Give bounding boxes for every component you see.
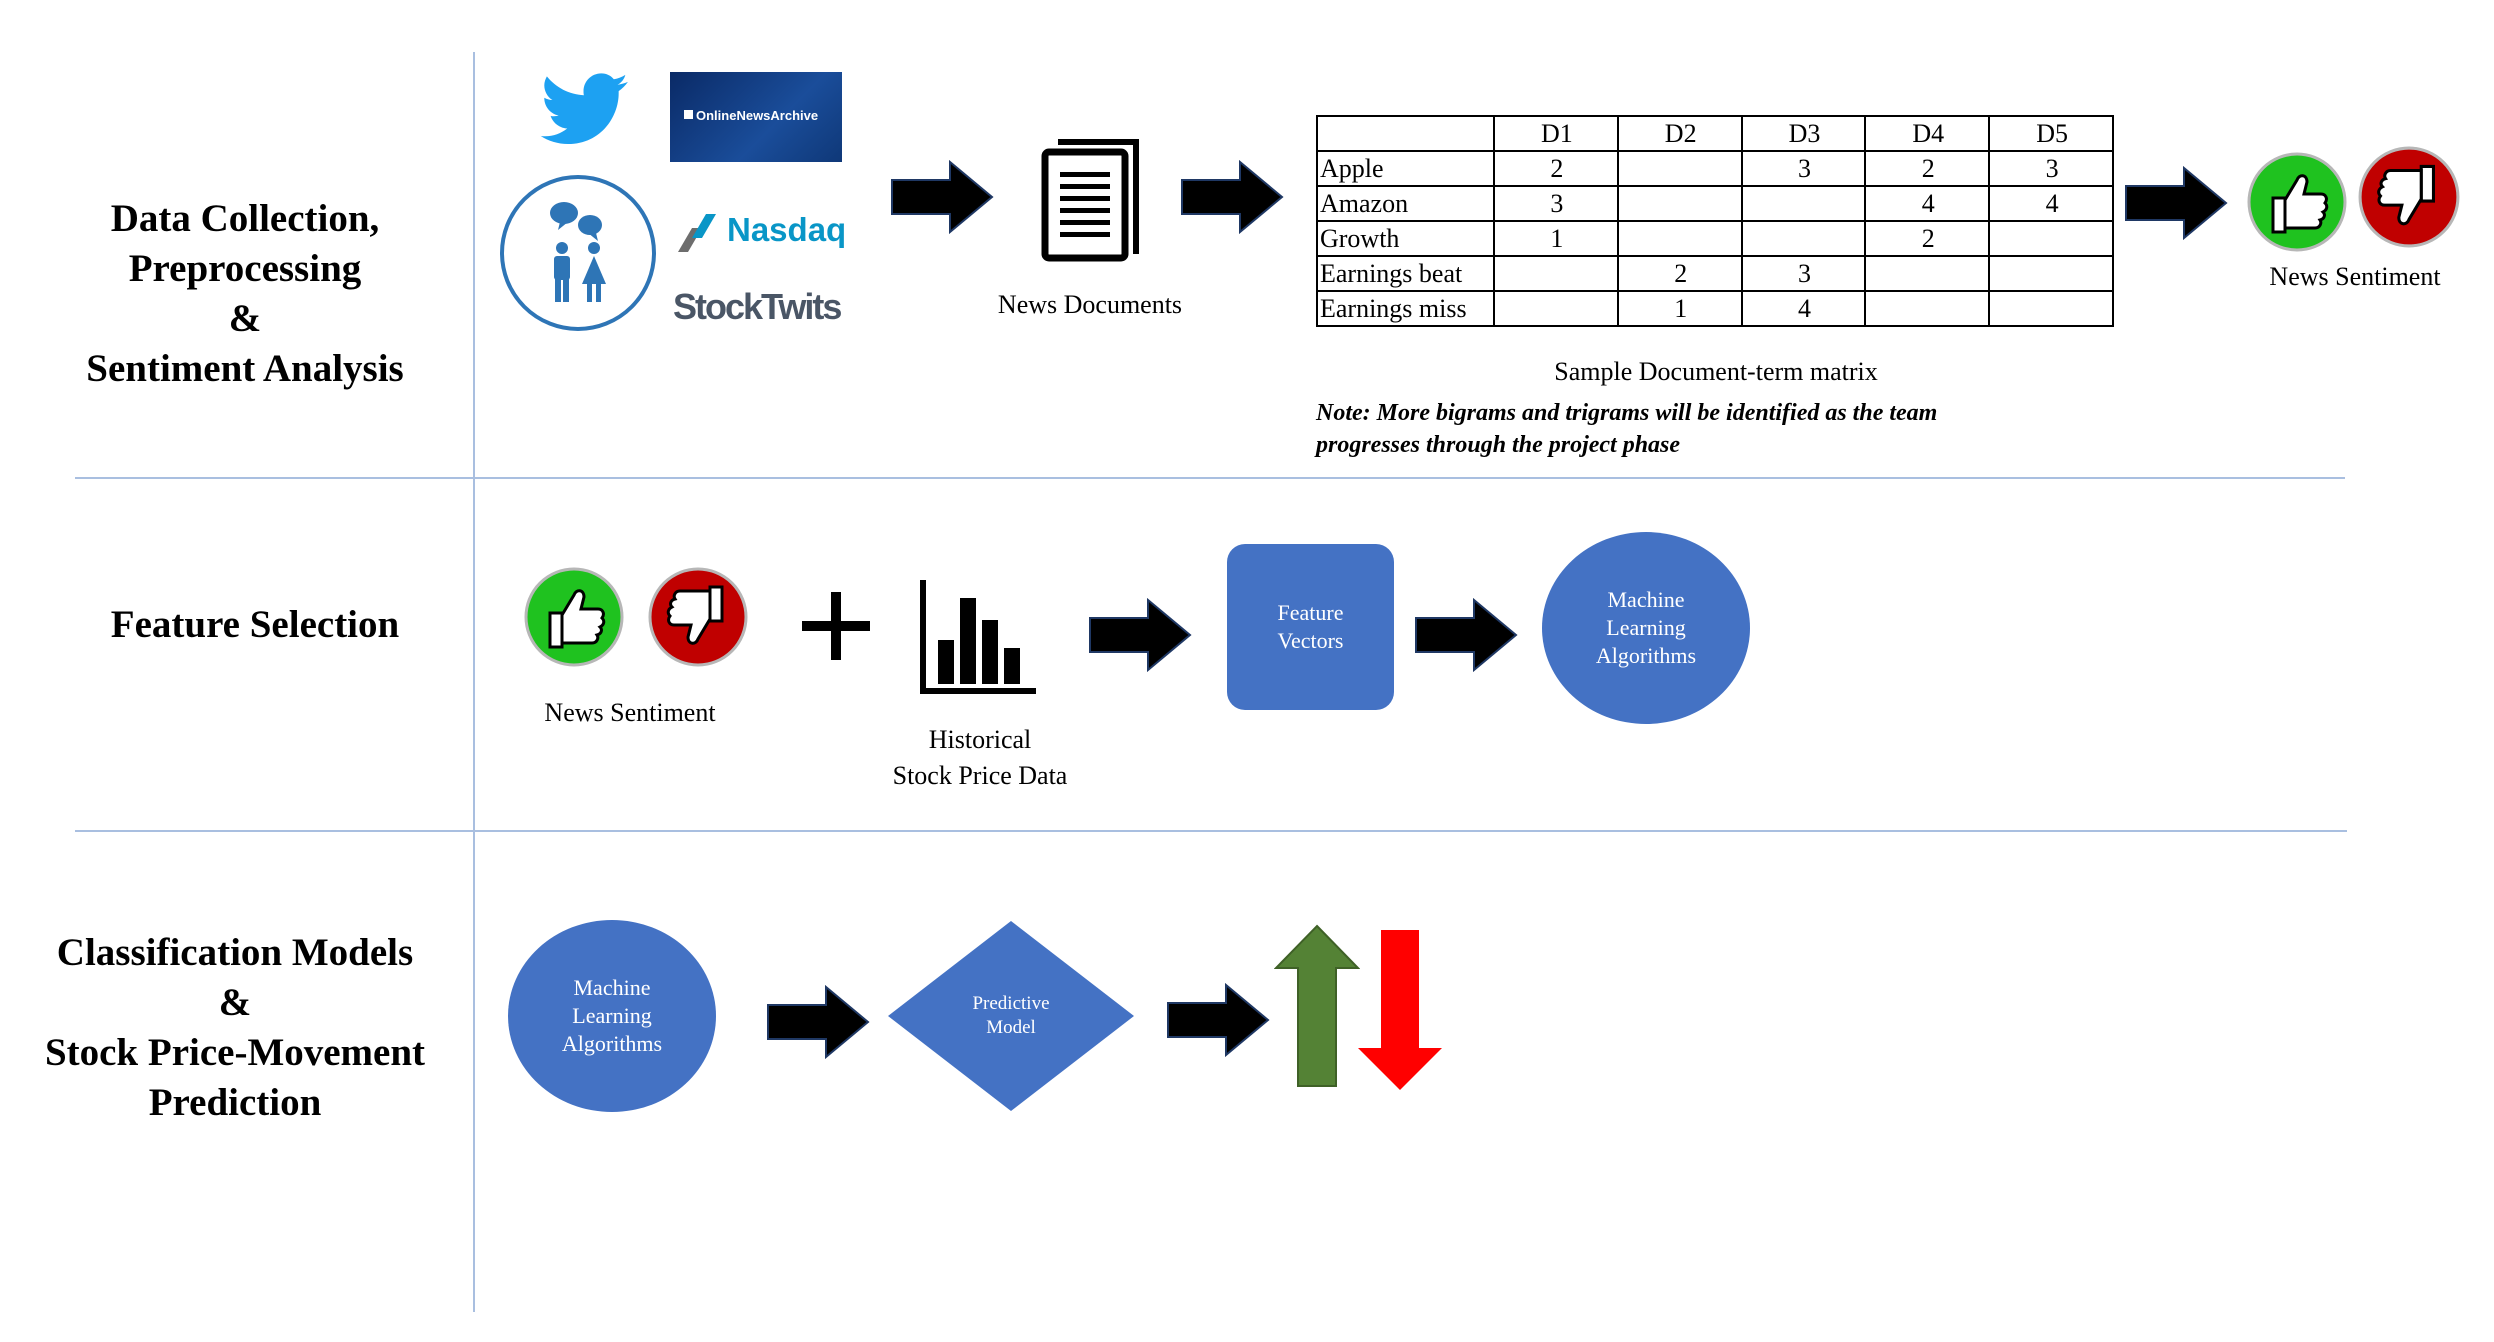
table-cell: 3	[1493, 185, 1619, 222]
horizontal-divider-1	[75, 477, 2345, 479]
onlinenewsarchive-logo: OnlineNewsArchive	[670, 72, 842, 162]
dtm-caption: Sample Document-term matrix	[1554, 357, 1878, 386]
table-row-label: Amazon	[1316, 185, 1495, 222]
arrow-icon	[1415, 598, 1518, 672]
table-cell: 2	[1616, 255, 1743, 292]
table-row: Growth 1 2	[1316, 220, 2114, 257]
arrow-icon	[1181, 160, 1284, 234]
predictive-model-label: Predictive Model	[972, 993, 1050, 1038]
table-cell	[1316, 115, 1495, 152]
nasdaq-icon	[678, 214, 716, 252]
thumbs-down-icon	[2358, 146, 2460, 248]
table-cell: 4	[1864, 185, 1991, 222]
table-cell	[1988, 220, 2114, 257]
table-header: D2	[1616, 115, 1743, 152]
table-cell: 2	[1864, 150, 1991, 187]
document-icon	[1041, 139, 1139, 262]
stocktwits-label: StockTwits	[673, 286, 842, 327]
table-row-label: Earnings miss	[1316, 290, 1495, 327]
table-cell	[1988, 290, 2114, 327]
bar-chart-icon	[920, 580, 1036, 694]
down-arrow-icon	[1358, 930, 1442, 1090]
dtm-note: Note: More bigrams and trigrams will be …	[1316, 400, 1938, 458]
table-cell	[1740, 220, 1867, 257]
table-row-label: Apple	[1316, 150, 1495, 187]
row-title-feature-selection: Feature Selection	[110, 603, 400, 646]
table-row: Apple 2 3 2 3	[1316, 150, 2114, 187]
nasdaq-label: Nasdaq	[727, 211, 847, 248]
table-cell: 1	[1616, 290, 1743, 327]
table-cell	[1616, 150, 1743, 187]
row-title-data-collection: Data Collection, Preprocessing & Sentime…	[86, 197, 404, 390]
table-cell	[1616, 185, 1743, 222]
thumbs-up-icon	[524, 567, 624, 667]
table-header: D5	[1988, 115, 2114, 152]
table-cell	[1493, 290, 1619, 327]
table-cell	[1864, 255, 1991, 292]
arrow-icon	[2125, 166, 2228, 240]
table-cell	[1740, 185, 1867, 222]
table-cell: 3	[1988, 150, 2114, 187]
arrow-icon	[767, 985, 870, 1059]
news-sentiment-label: News Sentiment	[2269, 262, 2441, 291]
document-term-matrix: D1 D2 D3 D4 D5 Apple 2 3 2 3 Amazon 3 4 …	[1316, 115, 2114, 327]
newspaper-icon	[684, 110, 693, 119]
table-header: D3	[1740, 115, 1867, 152]
row-title-classification: Classification Models & Stock Price-Move…	[44, 931, 426, 1124]
onlinenewsarchive-label: OnlineNewsArchive	[696, 108, 819, 123]
twitter-icon	[540, 73, 628, 145]
table-cell: 3	[1740, 255, 1867, 292]
arrow-icon	[891, 160, 994, 234]
ml-algorithms-circle: Machine Learning Algorithms	[1542, 532, 1750, 724]
table-header: D1	[1493, 115, 1619, 152]
predictive-model-diamond	[888, 921, 1134, 1111]
historical-stock-price-label: Historical Stock Price Data	[892, 725, 1068, 790]
table-row: Amazon 3 4 4	[1316, 185, 2114, 222]
vertical-divider	[473, 52, 475, 1312]
table-row-label: Growth	[1316, 220, 1495, 257]
table-cell: 4	[1740, 290, 1867, 327]
ml-algorithms-circle: Machine Learning Algorithms	[508, 920, 716, 1112]
arrow-icon	[1089, 598, 1192, 672]
table-cell: 2	[1864, 220, 1991, 257]
table-row: Earnings miss 1 4	[1316, 290, 2114, 327]
table-cell	[1616, 220, 1743, 257]
community-icon	[500, 175, 656, 331]
table-row: Earnings beat 2 3	[1316, 255, 2114, 292]
table-header-row: D1 D2 D3 D4 D5	[1316, 115, 2114, 152]
news-sentiment-label: News Sentiment	[544, 698, 716, 727]
news-documents-label: News Documents	[997, 290, 1183, 319]
table-header: D4	[1864, 115, 1991, 152]
table-cell	[1493, 255, 1619, 292]
table-row-label: Earnings beat	[1316, 255, 1495, 292]
table-cell: 3	[1740, 150, 1867, 187]
plus-icon	[802, 592, 870, 660]
horizontal-divider-2	[75, 830, 2347, 832]
feature-vectors-box: Feature Vectors	[1227, 544, 1394, 710]
table-cell	[1864, 290, 1991, 327]
table-cell: 4	[1988, 185, 2114, 222]
arrow-icon	[1167, 983, 1270, 1057]
table-cell: 2	[1493, 150, 1619, 187]
up-arrow-icon	[1274, 924, 1360, 1087]
thumbs-up-icon	[2247, 152, 2347, 252]
table-cell	[1988, 255, 2114, 292]
table-cell: 1	[1493, 220, 1619, 257]
thumbs-down-icon	[648, 567, 748, 667]
